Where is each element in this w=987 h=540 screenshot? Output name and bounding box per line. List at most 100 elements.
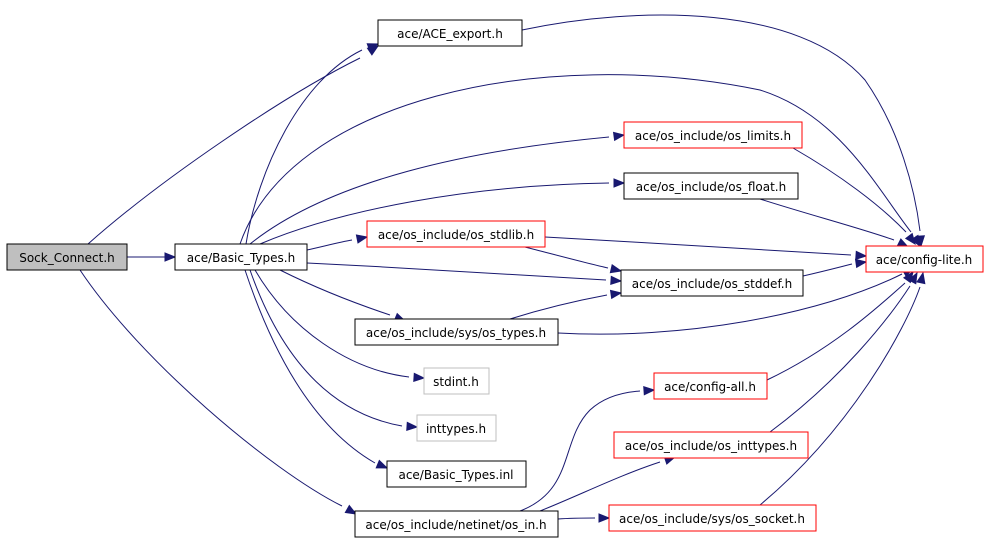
node-label: ace/os_include/os_inttypes.h bbox=[625, 439, 797, 453]
node-ace-export[interactable]: ace/ACE_export.h bbox=[377, 19, 523, 47]
edge-line bbox=[802, 263, 853, 277]
edge-sock-connect-to-basic-types bbox=[127, 252, 177, 262]
node-box bbox=[423, 367, 490, 395]
edge-basic-types-to-inttypes bbox=[249, 269, 419, 432]
arrowhead bbox=[406, 421, 419, 432]
node-os-limits[interactable]: ace/os_include/os_limits.h bbox=[623, 121, 803, 149]
edge-os-limits-to-config-lite bbox=[792, 147, 916, 246]
node-os-inttypes[interactable]: ace/os_include/os_inttypes.h bbox=[613, 431, 809, 459]
edge-basic-types-to-os-float bbox=[259, 178, 626, 245]
edge-line bbox=[245, 49, 363, 245]
edge-line bbox=[759, 198, 895, 241]
edge-os-inttypes-to-config-lite bbox=[769, 271, 918, 433]
node-label: ace/Basic_Types.inl bbox=[398, 468, 513, 482]
arrowhead bbox=[164, 252, 177, 262]
node-os-stdlib[interactable]: ace/os_include/os_stdlib.h bbox=[366, 220, 546, 248]
edge-sock-connect-to-netinet-os-in bbox=[79, 269, 358, 515]
edge-line bbox=[259, 182, 610, 245]
edge-netinet-os-in-to-os-inttypes bbox=[539, 455, 677, 512]
node-label: ace/os_include/sys/os_types.h bbox=[366, 326, 546, 340]
edge-os-float-to-config-lite bbox=[759, 198, 910, 248]
edge-line bbox=[249, 269, 403, 427]
node-label: ace/ACE_export.h bbox=[397, 27, 503, 41]
node-os-stddef[interactable]: ace/os_include/os_stddef.h bbox=[620, 269, 804, 297]
node-label: ace/os_include/os_stddef.h bbox=[632, 277, 792, 291]
node-netinet-os-in[interactable]: ace/os_include/netinet/os_in.h bbox=[354, 510, 559, 538]
arrowhead bbox=[344, 504, 358, 515]
node-box bbox=[620, 269, 804, 297]
edge-basic-types-to-basic-types-inl bbox=[244, 269, 389, 469]
edge-sys-os-types-to-os-stddef bbox=[509, 289, 623, 320]
edge-line bbox=[759, 286, 921, 506]
edge-line bbox=[557, 273, 903, 335]
edge-line bbox=[524, 246, 609, 269]
node-box bbox=[366, 220, 546, 248]
arrowhead bbox=[612, 131, 626, 142]
edge-line bbox=[769, 285, 911, 433]
edge-sock-connect-to-ace-export bbox=[87, 45, 380, 245]
node-box bbox=[608, 504, 817, 532]
edge-line bbox=[244, 269, 376, 464]
node-os-float[interactable]: ace/os_include/os_float.h bbox=[623, 172, 799, 200]
node-box bbox=[174, 243, 308, 271]
edge-line bbox=[792, 147, 907, 233]
node-sys-os-socket[interactable]: ace/os_include/sys/os_socket.h bbox=[608, 504, 817, 532]
node-label: ace/config-all.h bbox=[664, 380, 756, 394]
node-label: ace/os_include/os_float.h bbox=[636, 180, 786, 194]
edge-line bbox=[254, 269, 410, 378]
edge-netinet-os-in-to-config-all bbox=[519, 386, 656, 512]
arrowhead bbox=[375, 459, 389, 469]
edges-layer bbox=[79, 14, 926, 523]
node-sys-os-types[interactable]: ace/os_include/sys/os_types.h bbox=[354, 318, 559, 346]
edge-sys-os-socket-to-config-lite bbox=[759, 271, 926, 506]
node-inttypes[interactable]: inttypes.h bbox=[416, 414, 497, 442]
node-box bbox=[386, 460, 527, 488]
arrowhead bbox=[643, 386, 656, 396]
edge-line bbox=[544, 236, 852, 256]
arrowhead bbox=[609, 289, 623, 300]
arrowhead bbox=[609, 264, 623, 274]
edge-basic-types-to-os-stdlib bbox=[306, 234, 369, 251]
node-box bbox=[354, 318, 559, 346]
node-label: ace/config-lite.h bbox=[876, 253, 973, 267]
node-box bbox=[416, 414, 497, 442]
edge-line bbox=[279, 269, 391, 316]
node-config-lite[interactable]: ace/config-lite.h bbox=[865, 245, 984, 273]
nodes-layer: Sock_Connect.h ace/Basic_Types.h ace/ACE… bbox=[6, 19, 984, 538]
edge-basic-types-to-ace-export bbox=[245, 43, 380, 245]
node-label: ace/Basic_Types.h bbox=[187, 251, 295, 265]
edge-line bbox=[521, 14, 921, 232]
node-box bbox=[377, 19, 523, 47]
node-label: ace/os_include/netinet/os_in.h bbox=[365, 518, 546, 532]
node-basic-types[interactable]: ace/Basic_Types.h bbox=[174, 243, 308, 271]
edge-line bbox=[539, 461, 661, 512]
node-label: ace/os_include/os_limits.h bbox=[635, 129, 791, 143]
edge-os-stddef-to-config-lite bbox=[802, 258, 868, 277]
node-box bbox=[865, 245, 984, 273]
arrowhead bbox=[915, 235, 926, 248]
node-label: stdint.h bbox=[433, 375, 479, 389]
edge-line bbox=[557, 517, 596, 520]
arrowhead bbox=[598, 513, 611, 523]
node-sock-connect[interactable]: Sock_Connect.h bbox=[6, 243, 128, 271]
arrowhead bbox=[855, 250, 868, 261]
edge-line bbox=[249, 136, 610, 245]
edge-line bbox=[766, 282, 906, 381]
arrowhead bbox=[413, 372, 426, 383]
arrowhead bbox=[907, 271, 918, 285]
edge-basic-types-to-sys-os-types bbox=[279, 269, 407, 322]
edge-line bbox=[239, 74, 912, 245]
edge-ace-export-to-config-lite bbox=[521, 14, 926, 248]
node-box bbox=[354, 510, 559, 538]
edge-basic-types-to-stdint bbox=[254, 269, 426, 383]
arrowhead bbox=[613, 178, 626, 188]
node-box bbox=[6, 243, 128, 271]
edge-line bbox=[87, 57, 361, 245]
node-stdint[interactable]: stdint.h bbox=[423, 367, 490, 395]
node-box bbox=[623, 121, 803, 149]
node-config-all[interactable]: ace/config-all.h bbox=[653, 372, 768, 400]
arrowhead bbox=[854, 258, 868, 269]
node-basic-types-inl[interactable]: ace/Basic_Types.inl bbox=[386, 460, 527, 488]
node-box bbox=[613, 431, 809, 459]
